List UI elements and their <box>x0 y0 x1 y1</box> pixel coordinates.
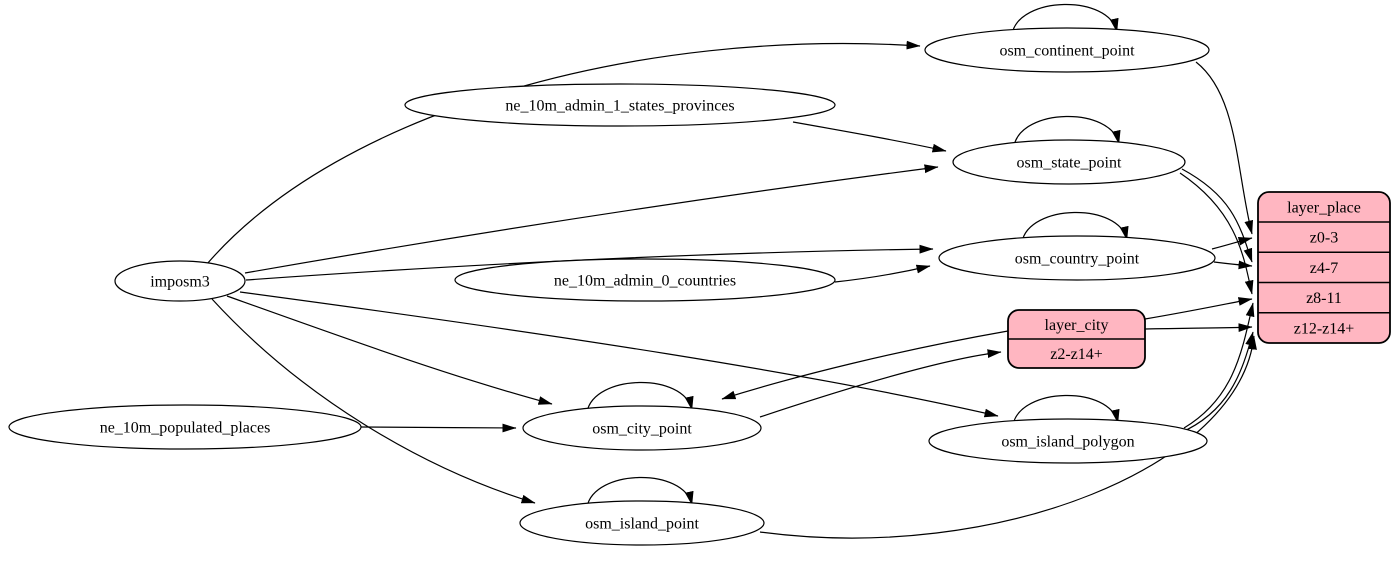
edge-osm_continent_point-to-layer_placez0-3 <box>1195 61 1253 235</box>
node-imposm3: imposm3 <box>114 260 246 302</box>
layer_place-row-z0-3: z0-3 <box>1310 230 1338 247</box>
edge-imposm3-to-osm_city_point <box>226 295 553 405</box>
osm_island_polygon-label: osm_island_polygon <box>1001 434 1134 451</box>
edge-layer_city-to-layer_placez12-z14 <box>1144 323 1253 332</box>
node-osm_city_point: osm_city_point <box>522 405 762 451</box>
ne_10m_populated_places-label: ne_10m_populated_places <box>100 420 271 437</box>
node-osm_island_polygon: osm_island_polygon <box>928 418 1208 464</box>
node-ne_10m_admin_0_countries: ne_10m_admin_0_countries <box>454 258 836 302</box>
record-layer_city: layer_city z2-z14+ <box>1007 309 1146 369</box>
layer_place-row-z4-7: z4-7 <box>1310 260 1338 277</box>
edge-osm_state_point-to-layer_placez4-7 <box>1181 168 1253 263</box>
edge-imposm3-to-osm_continent_point <box>206 40 921 265</box>
osm_state_point-label: osm_state_point <box>1017 155 1122 172</box>
layer_city-title: layer_city <box>1045 317 1109 334</box>
nodes-layer: imposm3 ne_10m_admin_1_states_provincesne… <box>8 27 1391 546</box>
self-loop-osm_country_point <box>1021 211 1129 243</box>
self-loop-osm_continent_point <box>1011 3 1119 35</box>
ne_10m_admin_0_countries-shape <box>454 258 836 302</box>
edge-layer_city-to-osm_city_point <box>721 330 1009 400</box>
ne_10m_populated_places-shape <box>8 404 362 450</box>
ne_10m_admin_0_countries-label: ne_10m_admin_0_countries <box>554 273 736 290</box>
self-loop-osm_city_point <box>586 381 694 413</box>
edge-osm_island_point-to-layer_placez12-z14 <box>759 335 1257 539</box>
layer_place-row-z8-11: z8-11 <box>1306 290 1342 307</box>
node-osm_state_point: osm_state_point <box>952 139 1186 185</box>
node-osm_island_point: osm_island_point <box>519 500 765 546</box>
self-loop-osm_island_point <box>586 476 694 508</box>
node-ne_10m_populated_places: ne_10m_populated_places <box>8 404 362 450</box>
imposm3-label: imposm3 <box>150 274 210 291</box>
layer_place-title: layer_place <box>1287 200 1361 217</box>
edge-osm_city_point-to-layer_cityz2-z14 <box>759 349 1002 418</box>
node-ne_10m_admin_1_states_provinces: ne_10m_admin_1_states_provinces <box>404 83 836 127</box>
node-osm_continent_point: osm_continent_point <box>924 27 1210 73</box>
layer_city-row-z2-z14plus: z2-z14+ <box>1050 346 1103 363</box>
edge-osm_island_polygon-to-layer_placez8-11 <box>1183 302 1255 429</box>
edge-imposm3-to-osm_island_point <box>211 298 536 504</box>
osm_state_point-shape <box>952 139 1186 185</box>
imposm3-shape <box>114 260 246 302</box>
osm_island_point-label: osm_island_point <box>585 516 699 533</box>
osm_country_point-label: osm_country_point <box>1015 251 1140 268</box>
osm_city_point-label: osm_city_point <box>592 421 692 438</box>
edge-layer_city-to-layer_placez8-11 <box>1144 297 1253 320</box>
osm_island_polygon-shape <box>928 418 1208 464</box>
edge-imposm3-to-osm_state_point <box>244 164 939 274</box>
ne_10m_admin_1_states_provinces-label: ne_10m_admin_1_states_provinces <box>505 98 734 115</box>
record-layer_place: layer_place z0-3 z4-7 z8-11 z12-z14+ <box>1257 191 1391 344</box>
edge-ne_10m_populated_places-to-osm_city_point <box>360 423 517 433</box>
edge-osm_country_point-to-layer_placez0-3 <box>1211 237 1253 250</box>
osm_island_point-shape <box>519 500 765 546</box>
edge-osm_country_point-to-layer_placez4-7 <box>1213 260 1253 270</box>
edge-osm_state_point-to-layer_placez8-11 <box>1179 172 1254 295</box>
osm_country_point-shape <box>938 235 1216 281</box>
edges-layer <box>206 3 1257 539</box>
layer_place-row-z12-z14plus: z12-z14+ <box>1294 320 1355 337</box>
edge-imposm3-to-osm_island_polygon <box>239 291 999 418</box>
self-loop-osm_island_polygon <box>1012 394 1120 426</box>
osm_continent_point-label: osm_continent_point <box>999 43 1135 60</box>
osm_continent_point-shape <box>924 27 1210 73</box>
osm_city_point-shape <box>522 405 762 451</box>
edge-ne_10m_admin_1_states_provinces-to-osm_state_point <box>792 121 947 153</box>
self-loop-osm_state_point <box>1013 115 1121 147</box>
edge-ne_10m_admin_0_countries-to-osm_country_point <box>834 264 931 283</box>
ne_10m_admin_1_states_provinces-shape <box>404 83 836 127</box>
node-osm_country_point: osm_country_point <box>938 235 1216 281</box>
layer_place-box <box>1257 191 1391 344</box>
